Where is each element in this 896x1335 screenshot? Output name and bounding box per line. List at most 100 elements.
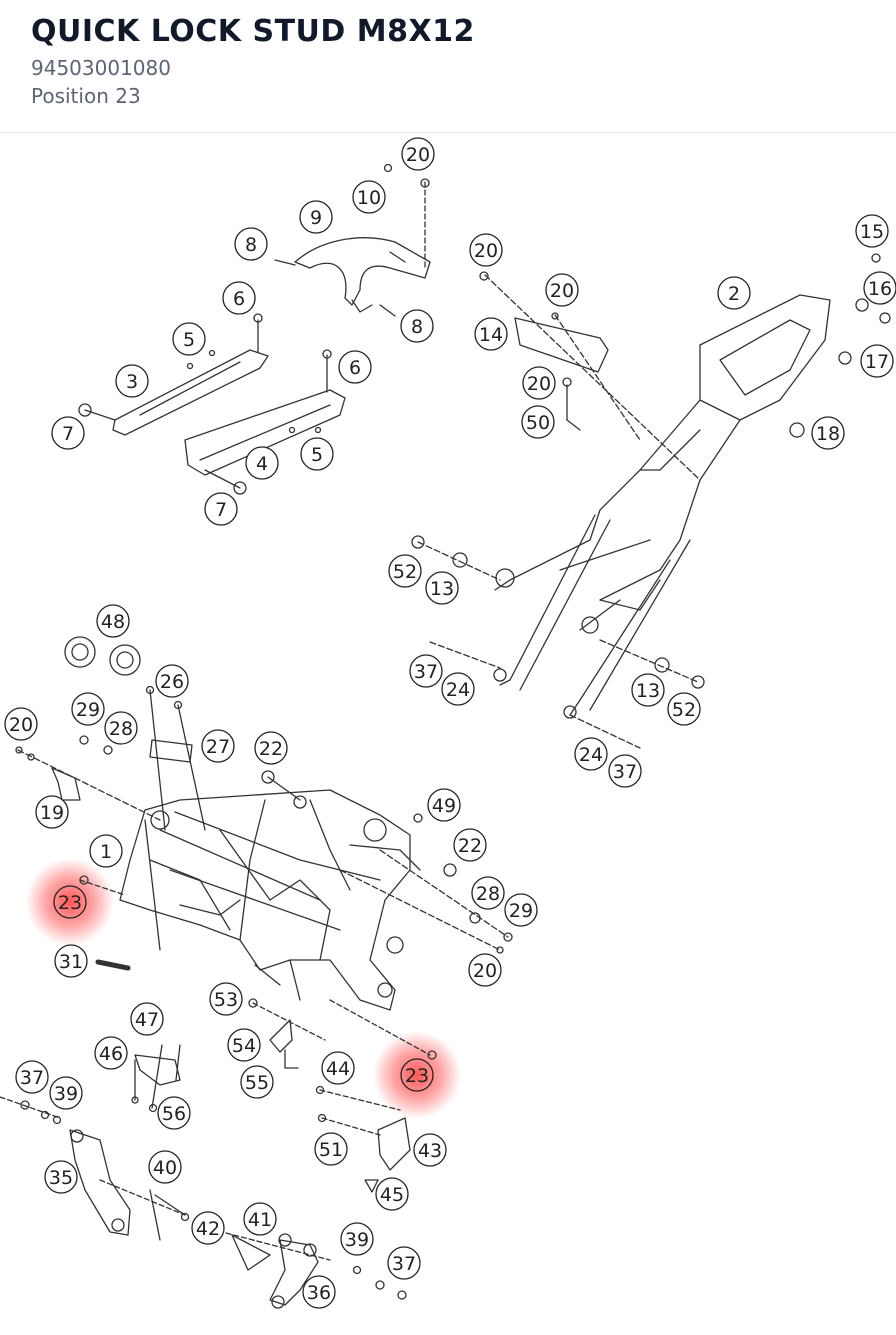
position-callout-18[interactable]: 18 [811,416,845,450]
callout-number: 24 [446,679,470,701]
right-footpeg-bracket-drawing [269,1239,319,1306]
callout-circle [209,982,243,1016]
position-callout-16[interactable]: 16 [863,271,896,305]
position-callout-52[interactable]: 52 [388,554,422,588]
position-callout-45[interactable]: 45 [375,1177,409,1211]
position-callout-24[interactable]: 24 [441,672,475,706]
callout-number: 55 [245,1072,269,1094]
position-callout-37[interactable]: 37 [608,754,642,788]
position-callout-55[interactable]: 55 [240,1065,274,1099]
position-callout-4[interactable]: 4 [245,446,279,480]
callout-circle [302,1275,336,1309]
position-callout-47[interactable]: 47 [130,1002,164,1036]
position-callout-37[interactable]: 37 [15,1060,49,1094]
position-callout-20[interactable]: 20 [401,137,435,171]
position-callout-15[interactable]: 15 [855,214,889,248]
callout-number: 13 [430,578,454,600]
position-callout-7[interactable]: 7 [204,492,238,526]
main-frame-drawing [119,789,411,1011]
position-callout-40[interactable]: 40 [148,1150,182,1184]
position-callout-53[interactable]: 53 [209,982,243,1016]
position-callout-20[interactable]: 20 [522,366,556,400]
position-callout-19[interactable]: 19 [35,795,69,829]
position-callout-54[interactable]: 54 [227,1028,261,1062]
callout-number: 20 [406,144,430,166]
position-callout-6[interactable]: 6 [338,350,372,384]
position-callout-46[interactable]: 46 [94,1036,128,1070]
position-callout-29[interactable]: 29 [504,893,538,927]
callout-number: 6 [233,288,245,310]
position-callout-8[interactable]: 8 [400,309,434,343]
callout-number: 44 [326,1058,350,1080]
callout-number: 37 [20,1067,44,1089]
position-callout-13[interactable]: 13 [631,673,665,707]
callout-number: 42 [196,1218,220,1240]
position-callout-1[interactable]: 1 [89,834,123,868]
position-callout-41[interactable]: 41 [243,1202,277,1236]
callout-number: 36 [307,1282,331,1304]
callout-circle [234,227,268,261]
position-callout-31[interactable]: 31 [54,944,88,978]
callout-circle [104,711,138,745]
callout-circle [474,317,508,351]
position-callout-56[interactable]: 56 [157,1096,191,1130]
position-callout-23[interactable]: 23 [53,885,87,919]
callout-circle [321,1051,355,1085]
position-callout-48[interactable]: 48 [96,604,130,638]
position-callout-14[interactable]: 14 [474,317,508,351]
callout-circle [375,1177,409,1211]
position-callout-24[interactable]: 24 [574,737,608,771]
position-callout-27[interactable]: 27 [201,729,235,763]
position-callout-49[interactable]: 49 [427,788,461,822]
callout-circle [54,944,88,978]
callout-circle [469,233,503,267]
position-callout-36[interactable]: 36 [302,1275,336,1309]
position-callout-52[interactable]: 52 [667,692,701,726]
position-callout-23[interactable]: 23 [400,1058,434,1092]
callout-circle [409,654,443,688]
callout-circle [222,281,256,315]
position-callout-39[interactable]: 39 [49,1076,83,1110]
position-callout-8[interactable]: 8 [234,227,268,261]
position-callout-20[interactable]: 20 [468,953,502,987]
position-callout-37[interactable]: 37 [387,1246,421,1280]
position-callout-37[interactable]: 37 [409,654,443,688]
position-callout-28[interactable]: 28 [471,876,505,910]
position-callout-2[interactable]: 2 [717,276,751,310]
position-callout-43[interactable]: 43 [413,1133,447,1167]
position-callout-20[interactable]: 20 [469,233,503,267]
position-callout-5[interactable]: 5 [172,322,206,356]
position-callout-6[interactable]: 6 [222,281,256,315]
position-callout-20[interactable]: 20 [4,707,38,741]
position-callout-22[interactable]: 22 [453,828,487,862]
position-callout-7[interactable]: 7 [51,416,85,450]
position-callout-29[interactable]: 29 [71,692,105,726]
callout-circle [53,885,87,919]
position-callout-50[interactable]: 50 [521,405,555,439]
position-callout-20[interactable]: 20 [545,273,579,307]
callout-circle [427,788,461,822]
position-callout-35[interactable]: 35 [44,1160,78,1194]
position-callout-44[interactable]: 44 [321,1051,355,1085]
position-callout-5[interactable]: 5 [300,437,334,471]
position-callout-9[interactable]: 9 [299,200,333,234]
position-callout-22[interactable]: 22 [254,731,288,765]
callout-circle [51,416,85,450]
position-callout-28[interactable]: 28 [104,711,138,745]
position-callout-10[interactable]: 10 [352,180,386,214]
part-number: 94503001080 [31,56,171,80]
position-callout-13[interactable]: 13 [425,571,459,605]
position-callout-42[interactable]: 42 [191,1211,225,1245]
callout-circle [413,1133,447,1167]
callout-circle [89,834,123,868]
callout-number: 37 [414,661,438,683]
callout-circle [400,309,434,343]
position-callout-17[interactable]: 17 [860,344,894,378]
callout-number: 20 [527,373,551,395]
callout-circle [545,273,579,307]
position-callout-39[interactable]: 39 [340,1222,374,1256]
position-callout-26[interactable]: 26 [155,664,189,698]
position-callout-51[interactable]: 51 [314,1132,348,1166]
position-callout-3[interactable]: 3 [115,364,149,398]
